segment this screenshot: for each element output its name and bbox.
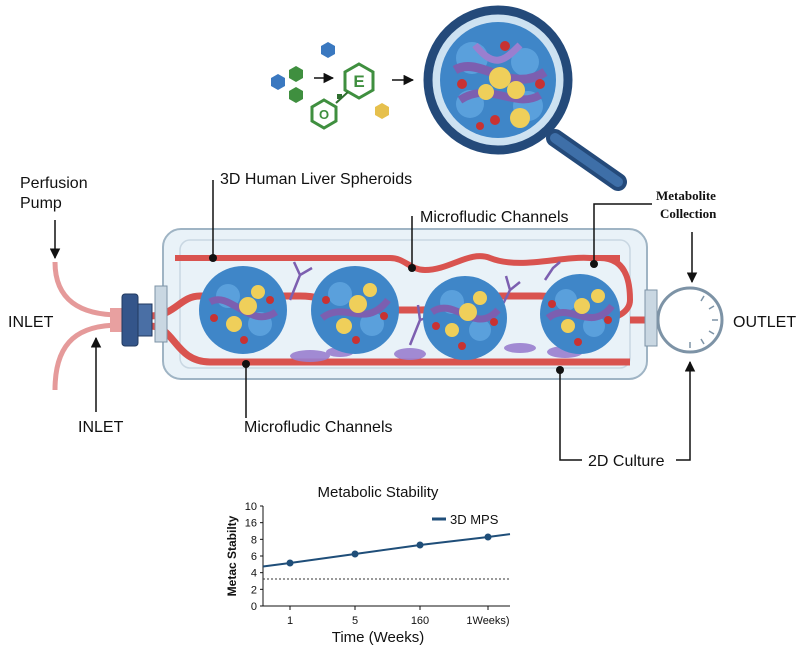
spheroid-4 [540,274,620,354]
series-3d-mps-line [262,533,511,568]
pointer-lines [212,180,652,461]
inlet-tube-bottom [52,322,121,391]
inlet-connector [52,261,153,391]
chart-x-label: Time (Weeks) [332,629,425,646]
spheroid-2 [311,266,399,354]
chart-title: Metabolic Stability [318,484,439,501]
molecule-bond-dot [337,94,342,99]
label-channels-top: Microfludic Channels [420,209,569,226]
pointer-dot-spheroids [209,254,217,262]
y-tick-label: 0 [251,601,257,613]
series-3d-mps-points [286,533,492,567]
y-tick-label: 2 [251,584,257,596]
label-pump: Pump [20,195,62,212]
y-tick-label: 8 [251,534,257,546]
molecule-e-label: E [353,72,364,91]
y-tick-label: 10 [245,501,257,513]
pointer-dot-channels-bottom [242,360,250,368]
chart-x-ticks: 1 5 160 1Weeks) [287,606,510,627]
y-tick-label: 6 [251,551,257,563]
organ-chip [149,228,690,380]
fiber-network [288,261,561,346]
channel-top [175,253,620,274]
arrow-2d-culture-up [676,360,696,461]
hexagon-o [310,98,338,130]
inlet-tube-top [52,261,121,318]
hexagon-e [343,62,375,100]
label-spheroids: 3D Human Liver Spheroids [220,171,412,188]
magnifying-glass-icon [423,5,627,191]
pointer-2d-culture [559,372,582,461]
pointer-dot-metabolite [590,260,598,268]
label-perfusion: Perfusion [20,175,88,192]
series-3d-mps-point [351,550,359,558]
series-3d-mps-point [416,541,424,549]
hexagon-green-1 [289,66,303,82]
x-tick-label: 5 [352,615,358,627]
chart-y-label: Metac Stabilty [225,515,239,596]
molecule-cluster: E O [271,42,415,130]
hexagon-green-2 [289,87,303,103]
label-metabolite: Metabolite [656,188,716,203]
series-3d-mps-point [484,533,492,541]
molecule-o-label: O [319,107,329,122]
inlet-coupler [121,293,139,347]
pointer-dot-2d-culture [556,366,564,374]
label-outlet: OUTLET [733,314,796,331]
series-3d-mps-point [286,559,294,567]
y-tick-label: 4 [251,568,257,580]
label-collection: Collection [660,206,717,221]
magnified-spheroid [440,22,556,138]
spheroid-1 [199,266,287,354]
hexagon-yellow [375,103,389,119]
label-channels-bottom: Microfludic Channels [244,419,393,436]
outlet-cap [644,289,658,347]
outlet-collector [656,286,724,354]
x-tick-label: 1 [287,615,293,627]
label-inlet-left: INLET [8,314,54,331]
chart-y-ticks: 0 2 4 6 8 16 10 [245,501,263,613]
x-tick-label: 160 [411,615,429,627]
outlet-dial [656,286,724,354]
label-inlet-bottom: INLET [78,419,124,436]
metabolic-stability-chart: Metabolic Stability 0 2 4 6 8 16 10 1 5 160 1Week… [225,484,511,646]
hexagon-blue-top [321,42,335,58]
y-tick-label: 16 [245,518,257,530]
spheroid-3 [423,276,507,360]
label-2d-culture: 2D Culture [588,453,665,470]
legend-label-3d-mps: 3D MPS [450,512,499,527]
pointer-metabolite [593,203,652,262]
inlet-cap [154,285,168,343]
hexagon-blue-left [271,74,285,90]
pointer-dot-channels [408,264,416,272]
x-tick-label: 1Weeks) [466,615,509,627]
culture-2d-cells [290,343,583,362]
